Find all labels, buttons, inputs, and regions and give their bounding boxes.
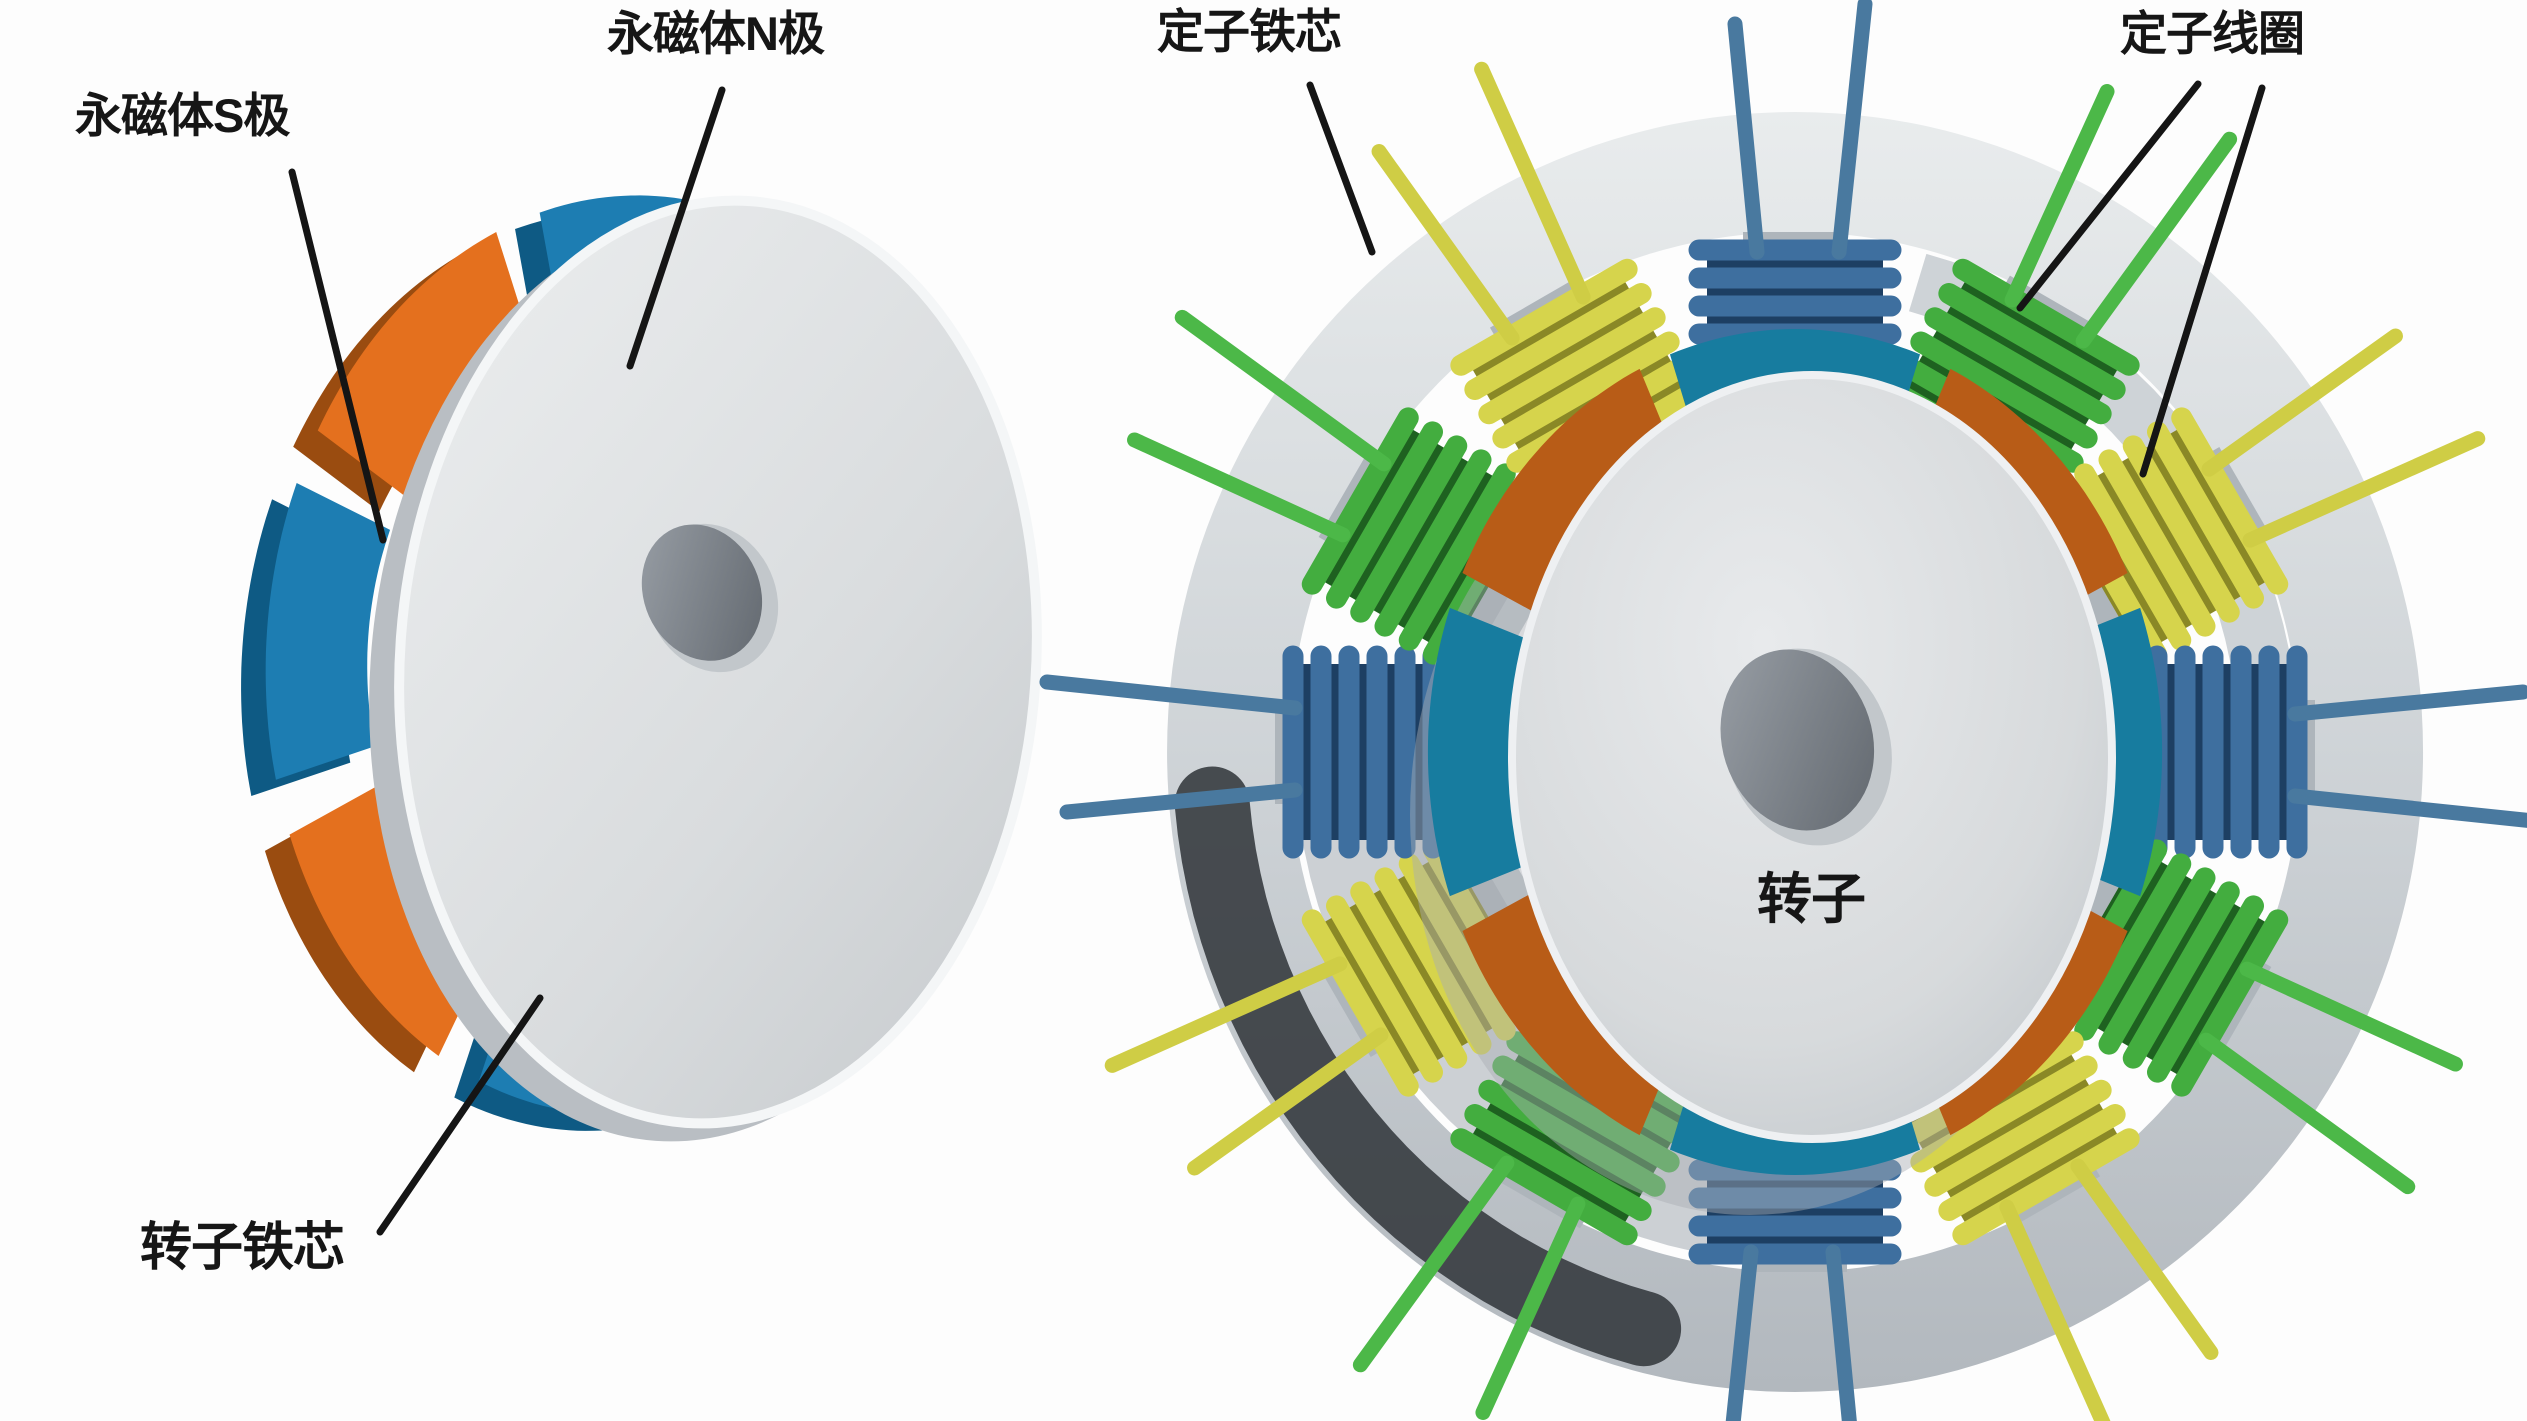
coil-lead xyxy=(1059,782,1303,820)
coil-lead xyxy=(1187,1027,1389,1176)
coil-winding xyxy=(1924,1079,2112,1197)
coil-winding xyxy=(1952,1128,2140,1246)
coil-winding xyxy=(1492,331,1680,449)
inner-magnet-segment-orange xyxy=(1462,368,1675,614)
coil-winding xyxy=(1301,909,1419,1097)
label-permanent-magnet-s-pole: 永磁体S极 xyxy=(75,89,290,142)
coil-lead xyxy=(2004,84,2115,308)
coil-lead xyxy=(2239,961,2463,1072)
coil-lead xyxy=(2075,131,2238,349)
left-rotor-assembly xyxy=(241,195,1042,1142)
coil-winding xyxy=(1326,895,1444,1083)
coil-lead xyxy=(1727,16,1765,260)
coil-lead xyxy=(1127,432,1351,543)
leader-line-s-pole xyxy=(288,168,387,544)
coil-winding xyxy=(1924,307,2112,425)
coil-winding xyxy=(1492,1055,1680,1173)
coil-winding xyxy=(1464,283,1652,401)
coil-lead xyxy=(1725,1244,1759,1421)
coil-winding xyxy=(1910,1055,2098,1173)
coil-winding xyxy=(1350,435,1468,623)
coil-lead xyxy=(1104,956,1348,1073)
coil-winding xyxy=(1464,1103,1652,1221)
coil-winding xyxy=(1398,463,1516,651)
coil-winding xyxy=(1938,1103,2126,1221)
coil-winding xyxy=(1450,258,1638,376)
leader-line-n-pole xyxy=(626,86,726,370)
coil-lead xyxy=(1474,61,1591,305)
right-stator-assembly xyxy=(1039,0,2527,1421)
coil-winding xyxy=(2098,449,2216,637)
stator-coil-yellow xyxy=(1104,837,1573,1176)
coil-winding xyxy=(1910,331,2098,449)
coil-lead xyxy=(1831,0,1873,260)
coil-winding xyxy=(2074,853,2192,1041)
leader-line-stator-coil-1 xyxy=(2016,80,2202,312)
label-rotor-core: 转子铁芯 xyxy=(140,1219,345,1277)
coil-lead xyxy=(2070,1158,2219,1360)
coil-lead xyxy=(1371,144,1520,346)
label-rotor: 转子 xyxy=(1757,868,1866,930)
coil-lead xyxy=(2287,788,2527,830)
label-permanent-magnet-n-pole: 永磁体N极 xyxy=(607,7,825,60)
coil-winding xyxy=(1350,881,1468,1069)
coil-winding xyxy=(1450,1128,1638,1246)
coil-lead xyxy=(1039,674,1303,716)
coil-winding xyxy=(1952,258,2140,376)
coil-winding xyxy=(1301,407,1419,595)
stator-coil-blue xyxy=(1039,645,1497,859)
coil-winding xyxy=(1478,307,1666,425)
coil-lead xyxy=(2287,684,2527,722)
magnet-segment-orange xyxy=(317,231,534,496)
coil-winding xyxy=(1374,449,1492,637)
coil-winding xyxy=(2146,895,2264,1083)
leader-line-stator-coil-2 xyxy=(2139,84,2266,478)
coil-lead xyxy=(2201,328,2403,477)
coil-winding xyxy=(1326,421,1444,609)
coil-lead xyxy=(1999,1199,2116,1421)
coil-lead xyxy=(1352,1155,1515,1373)
coil-lead xyxy=(1475,1196,1586,1420)
stator-ring-shadow xyxy=(1174,766,1682,1367)
coil-winding xyxy=(2171,407,2289,595)
leader-lines xyxy=(288,80,2266,1236)
inner-magnet-segment-blue xyxy=(2063,607,2163,897)
magnet-segment-blue xyxy=(265,482,391,780)
inner-magnet-segment-orange xyxy=(1462,890,1675,1136)
coil-winding xyxy=(1478,1079,1666,1197)
coil-lead xyxy=(1174,309,1392,472)
coil-winding xyxy=(1938,283,2126,401)
inner-shaft-hole xyxy=(1720,648,1892,846)
coil-lead xyxy=(2242,431,2486,548)
label-stator-coil: 定子线圈 xyxy=(2120,7,2305,60)
coil-lead xyxy=(1825,1244,1857,1421)
label-stator-core: 定子铁芯 xyxy=(1157,5,1342,58)
coil-winding xyxy=(2122,435,2240,623)
inner-magnet-segment-blue xyxy=(1427,607,1527,897)
coil-winding xyxy=(2098,867,2216,1055)
coil-winding xyxy=(2122,881,2240,1069)
shaft-hole xyxy=(641,523,779,673)
coil-lead xyxy=(2198,1032,2416,1195)
leader-line-rotor-core xyxy=(376,994,544,1236)
coil-winding xyxy=(2074,463,2192,651)
leader-line-stator-core xyxy=(1306,81,1376,256)
coil-winding xyxy=(2146,421,2264,609)
coil-winding xyxy=(1398,853,1516,1041)
coil-winding xyxy=(1374,867,1492,1055)
coil-winding xyxy=(2171,909,2289,1097)
